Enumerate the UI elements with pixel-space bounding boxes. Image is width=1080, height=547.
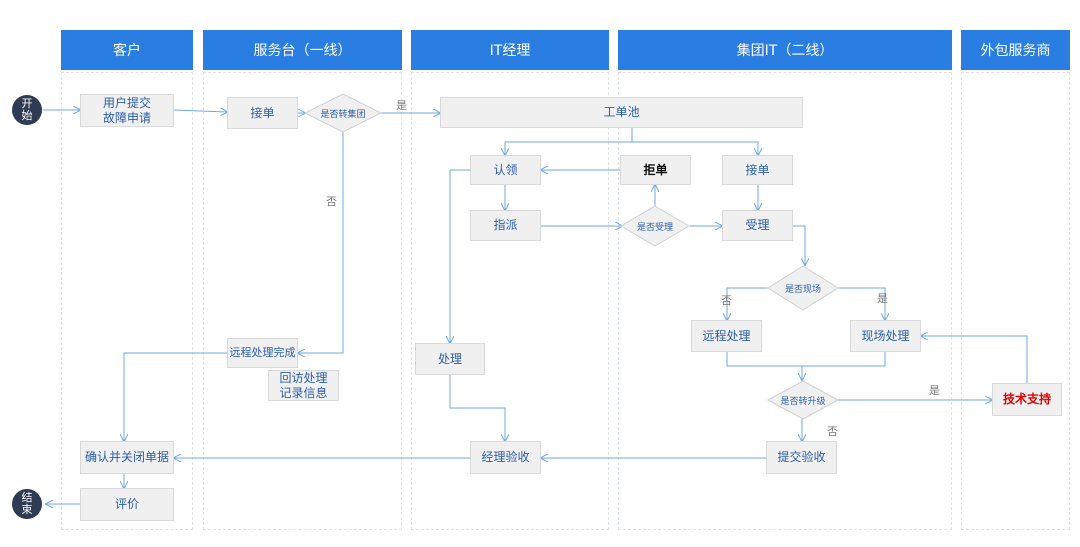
revisit-record-box: 回访处理 记录信息 bbox=[268, 370, 339, 401]
escalate-decision-diamond bbox=[766, 380, 840, 420]
accept-decision: 是否受理 bbox=[636, 222, 673, 233]
lane-vendor bbox=[961, 72, 1070, 530]
lane-group-it bbox=[618, 72, 952, 530]
edge-label-no-onsite: 否 bbox=[721, 294, 732, 307]
manager-handle-box: 处理 bbox=[415, 343, 485, 375]
remote-handle-group-box: 远程处理 bbox=[691, 320, 762, 352]
to-group-diamond bbox=[303, 93, 383, 133]
accept-ticket-desk-box: 接单 bbox=[227, 97, 298, 129]
lane-service-desk bbox=[203, 72, 402, 530]
onsite-decision: 是否现场 bbox=[784, 284, 821, 295]
lane-customer bbox=[61, 72, 193, 530]
lane-header-service-desk: 服务台（一线） bbox=[203, 30, 402, 70]
onsite-handle-box: 现场处理 bbox=[850, 320, 921, 352]
accept-ticket-group-box: 接单 bbox=[722, 155, 793, 185]
claim-box: 认领 bbox=[470, 155, 541, 185]
to-group-decision: 是否转集团 bbox=[320, 109, 366, 120]
edge-label-no-to-group: 否 bbox=[326, 195, 337, 208]
submit-request-box: 用户提交 故障申请 bbox=[80, 94, 174, 127]
accept-decision-diamond bbox=[620, 205, 690, 247]
lane-header-group-it: 集团IT（二线） bbox=[618, 30, 952, 70]
lane-it-manager bbox=[411, 72, 609, 530]
reject-box: 拒单 bbox=[620, 155, 691, 185]
onsite-decision-diamond bbox=[767, 265, 839, 311]
start-node: 开 始 bbox=[12, 95, 42, 125]
confirm-close-box: 确认并关闭单据 bbox=[80, 441, 174, 474]
ticket-pool-box: 工单池 bbox=[440, 97, 803, 128]
tech-support-box: 技术支持 bbox=[992, 383, 1062, 416]
edge-label-yes-onsite: 是 bbox=[877, 292, 888, 305]
edge-label-yes-to-group: 是 bbox=[396, 99, 407, 112]
submit-acceptance-box: 提交验收 bbox=[766, 441, 837, 474]
lane-header-customer: 客户 bbox=[61, 30, 193, 70]
evaluate-box: 评价 bbox=[80, 488, 174, 521]
lane-header-it-manager: IT经理 bbox=[411, 30, 609, 70]
escalate-decision: 是否转升级 bbox=[780, 396, 826, 407]
handle-group-box: 受理 bbox=[722, 210, 793, 241]
manager-acceptance-box: 经理验收 bbox=[470, 441, 541, 474]
end-node: 结 束 bbox=[12, 489, 42, 519]
edge-label-no-escalate: 否 bbox=[827, 425, 838, 438]
remote-done-box: 远程处理完成 bbox=[227, 338, 298, 368]
lane-header-vendor: 外包服务商 bbox=[961, 30, 1070, 70]
edge-label-yes-escalate: 是 bbox=[929, 384, 940, 397]
assign-box: 指派 bbox=[470, 210, 541, 241]
